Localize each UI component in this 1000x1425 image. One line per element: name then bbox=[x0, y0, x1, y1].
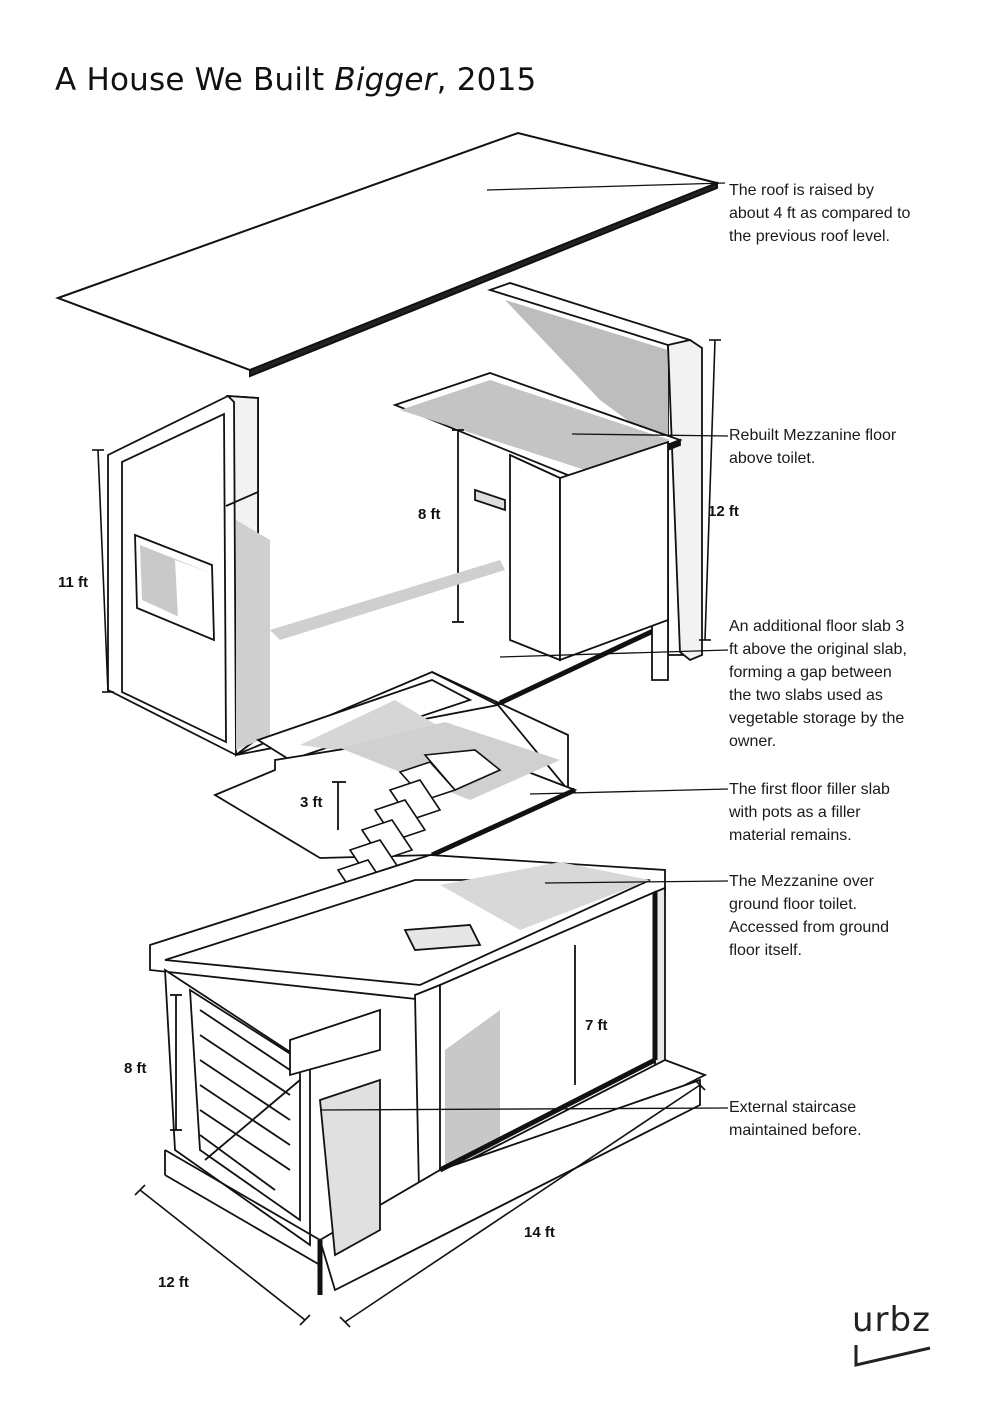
annotation-filler-slab: The first floor filler slab with pots as… bbox=[729, 781, 890, 844]
annotation-external-staircase: External staircase maintained before. bbox=[729, 1099, 862, 1139]
dim-upper-right-height: 12 ft bbox=[708, 503, 739, 520]
roof-slab bbox=[55, 131, 721, 378]
page-title: A House We Built Bigger, 2015 bbox=[55, 62, 537, 98]
annotation-additional-slab: An additional floor slab 3 ft above the … bbox=[729, 618, 907, 750]
ground-floor-block bbox=[149, 854, 708, 1295]
dim-slab-gap: 3 ft bbox=[300, 794, 323, 811]
dim-ground-height: 8 ft bbox=[124, 1060, 147, 1077]
upper-left-wall bbox=[107, 394, 270, 757]
leader-lines bbox=[319, 182, 729, 1111]
checkmark-icon bbox=[854, 1345, 931, 1367]
dimension-lines bbox=[92, 339, 721, 1328]
urbz-logo: urbz bbox=[852, 1300, 931, 1340]
dim-mezzanine-height: 8 ft bbox=[418, 506, 441, 523]
annotation-mezzanine-rebuilt: Rebuilt Mezzanine floor above toilet. bbox=[729, 427, 897, 467]
annotation-roof: The roof is raised by about 4 ft as comp… bbox=[729, 182, 911, 245]
dim-width: 12 ft bbox=[158, 1274, 189, 1291]
dim-upper-left-height: 11 ft bbox=[58, 574, 89, 591]
upper-right-wall bbox=[270, 282, 703, 681]
dim-length: 14 ft bbox=[524, 1224, 555, 1241]
annotation-mezzanine-ground: The Mezzanine over ground floor toilet. … bbox=[729, 873, 890, 959]
dim-toilet-height: 7 ft bbox=[585, 1017, 608, 1034]
